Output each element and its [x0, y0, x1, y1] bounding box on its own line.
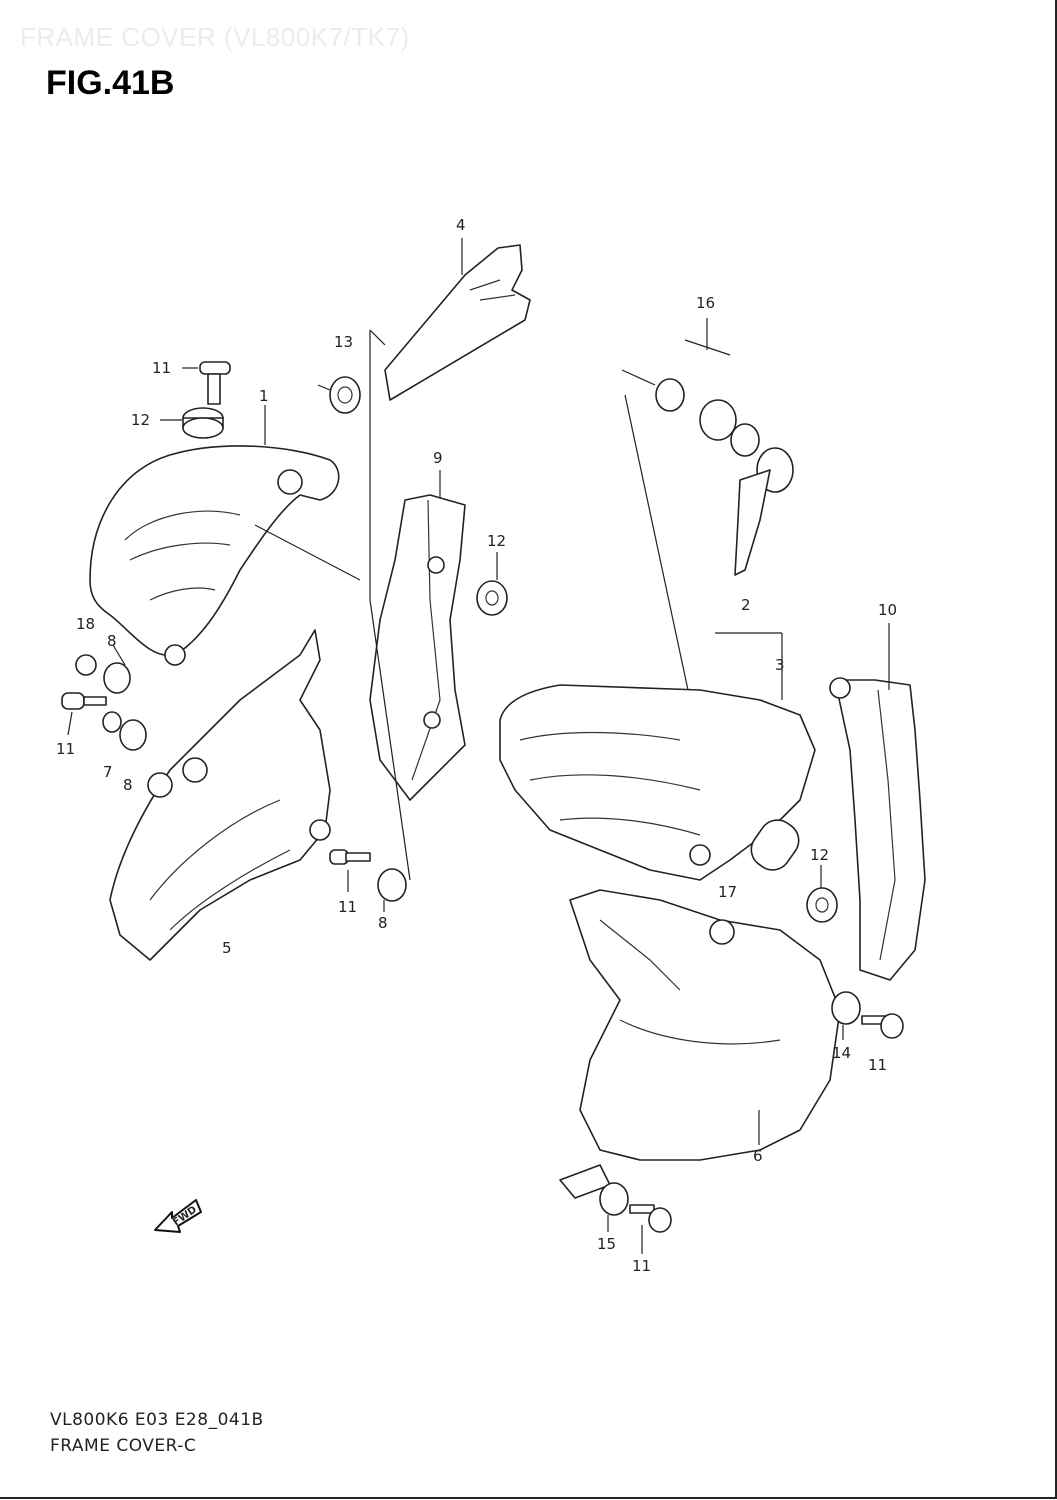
callout-11-d: 11 — [868, 1056, 887, 1074]
footer-drawing-name: FRAME COVER-C — [50, 1436, 197, 1456]
callout-9: 9 — [433, 449, 443, 467]
footer-drawing-code: VL800K6 E03 E28_041B — [50, 1410, 264, 1430]
callout-15: 15 — [597, 1235, 616, 1253]
callout-1: 1 — [259, 387, 269, 405]
callout-7: 7 — [103, 763, 113, 781]
callout-16: 16 — [696, 294, 715, 312]
callout-18: 18 — [76, 615, 95, 633]
header-watermark: FRAME COVER (VL800K7/TK7) — [20, 22, 410, 52]
callout-10: 10 — [878, 601, 897, 619]
callout-14: 14 — [832, 1044, 851, 1062]
callout-12-a: 12 — [131, 411, 150, 429]
grommet-12-middle — [476, 552, 508, 616]
fwd-arrow-icon: FWD — [154, 1199, 202, 1233]
callout-8-b: 8 — [123, 776, 133, 794]
callout-11-b: 11 — [56, 740, 75, 758]
right-lower-hardware — [831, 991, 904, 1040]
callout-5: 5 — [222, 939, 232, 957]
bolt-11-top — [182, 361, 231, 405]
callout-4: 4 — [456, 216, 466, 234]
callout-11-c: 11 — [338, 898, 357, 916]
callout-2: 2 — [741, 596, 751, 614]
part-4-bracket — [384, 238, 531, 401]
callout-8-a: 8 — [107, 632, 117, 650]
grommet-12-top — [160, 407, 224, 439]
callout-17: 17 — [718, 883, 737, 901]
callout-11-a: 11 — [152, 359, 171, 377]
part-10-bracket — [829, 623, 926, 981]
bolt-11-center — [329, 849, 407, 912]
callout-11-e: 11 — [632, 1257, 651, 1275]
left-small-hardware — [61, 644, 147, 751]
callout-6: 6 — [753, 1147, 763, 1165]
part-2-right-cover — [499, 632, 816, 881]
bottom-hardware — [599, 1182, 672, 1254]
callout-12-b: 12 — [487, 532, 506, 550]
part-13-rod — [317, 329, 386, 600]
grommet-12-right — [806, 865, 838, 923]
part-6-lower-right-cover — [559, 889, 841, 1199]
part-9-bracket — [369, 470, 466, 801]
figure-title: FIG.41B — [46, 64, 175, 102]
callout-8-c: 8 — [378, 914, 388, 932]
callout-13: 13 — [334, 333, 353, 351]
part-5-lower-left-cover — [109, 599, 411, 961]
callout-3: 3 — [775, 656, 785, 674]
callout-labels: 4 16 13 11 1 12 9 12 18 8 2 10 3 11 7 8 … — [56, 216, 897, 1275]
part-1-left-cover — [89, 405, 361, 666]
callout-12-c: 12 — [810, 846, 829, 864]
part-16-lock — [621, 318, 794, 841]
